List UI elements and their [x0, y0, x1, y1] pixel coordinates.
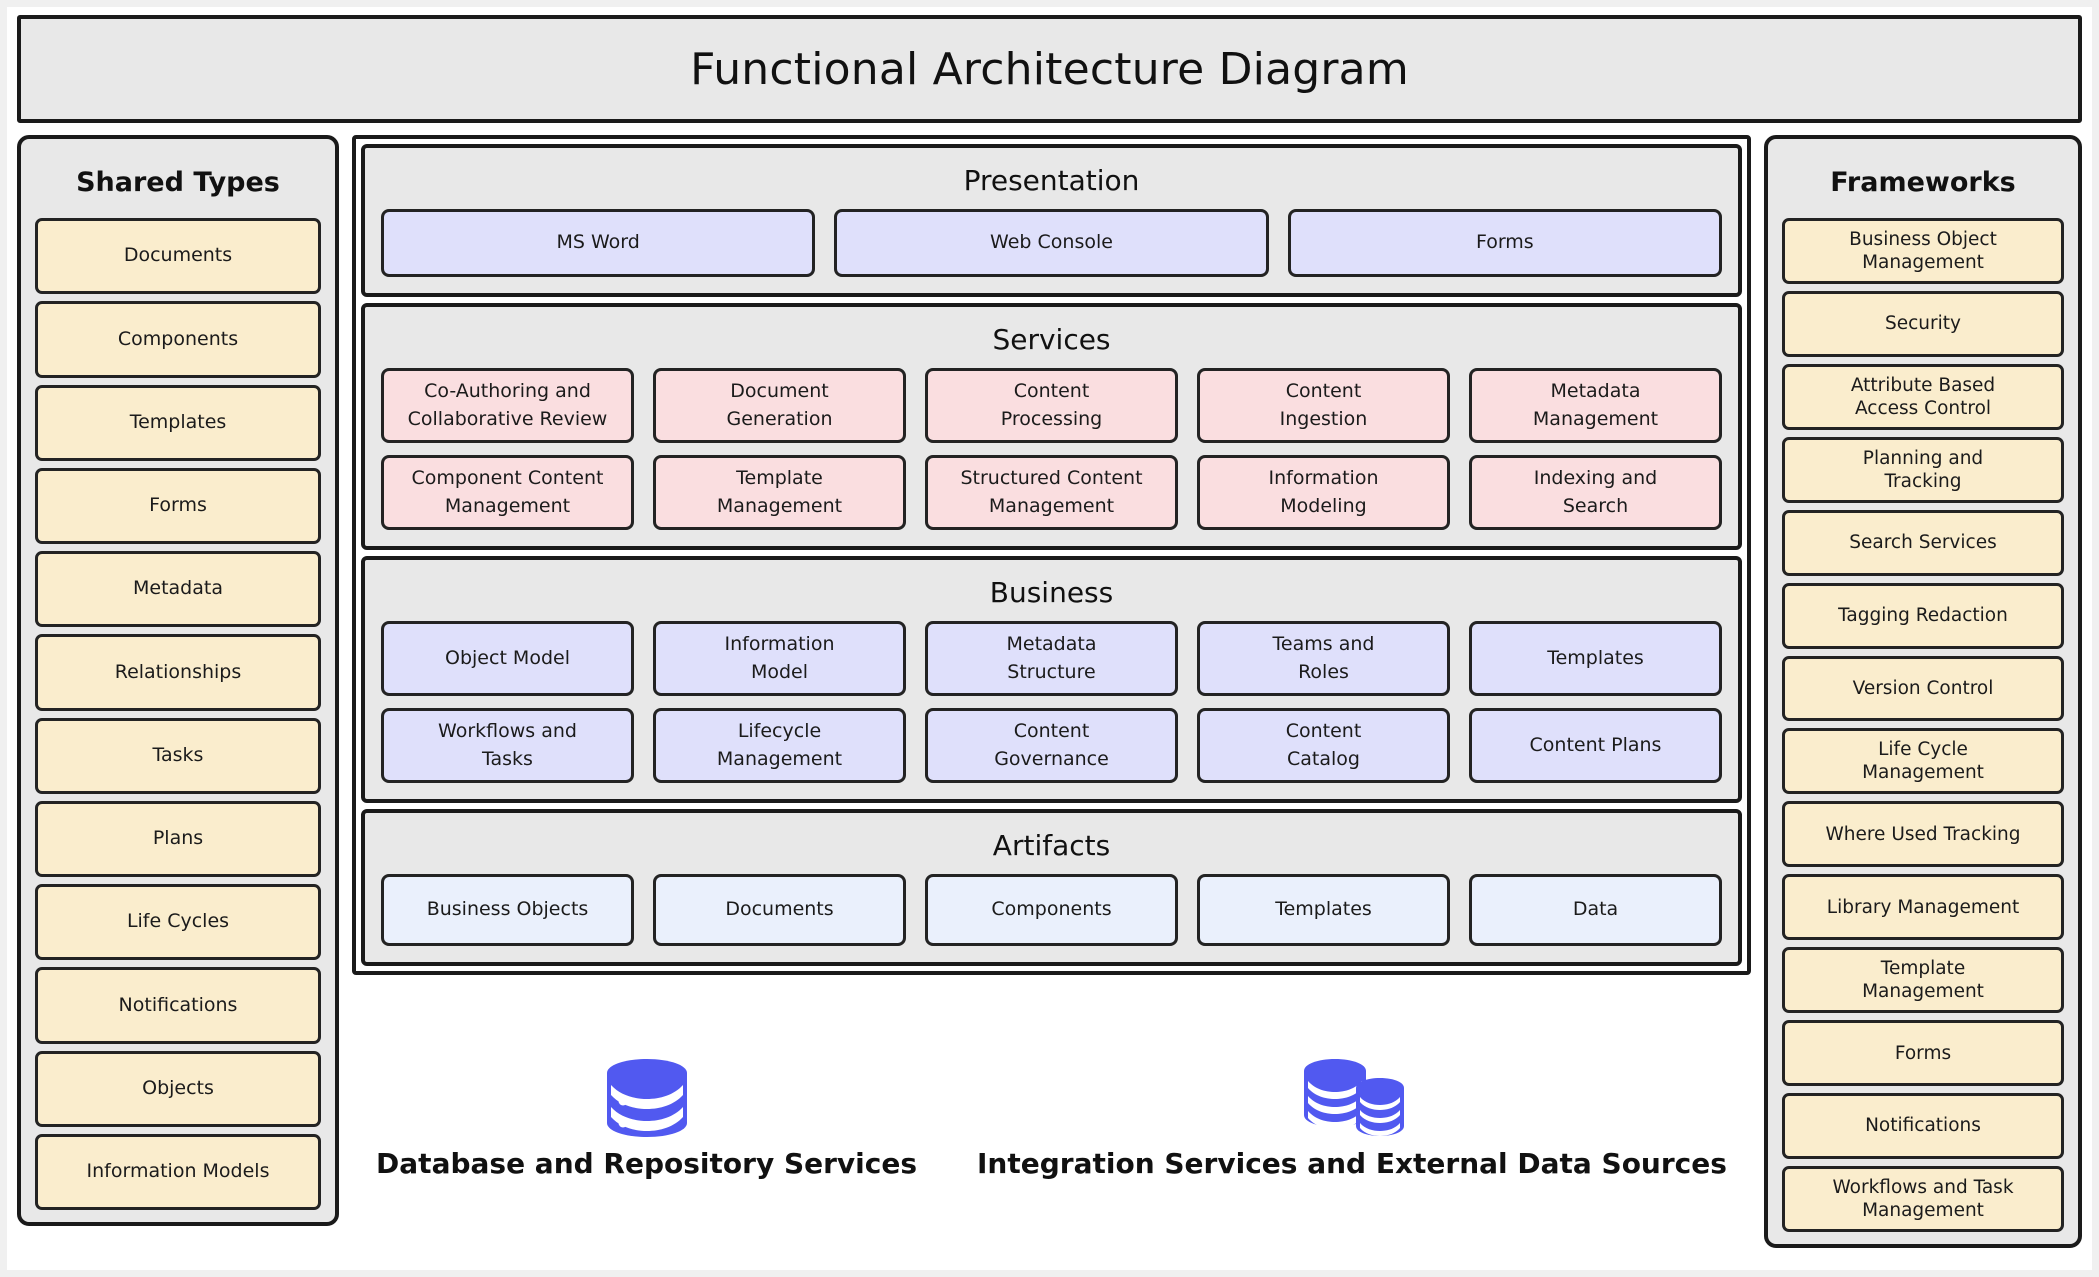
services-block-template-management[interactable]: Template Management — [653, 455, 906, 530]
footer-service-database-and-repository-services[interactable]: Database and Repository Services — [376, 1059, 917, 1180]
framework-planning-and-tracking[interactable]: Planning and Tracking — [1782, 436, 2064, 503]
framework-where-used-tracking[interactable]: Where Used Tracking — [1782, 801, 2064, 868]
frameworks-title: Frameworks — [1830, 167, 2016, 198]
services-block-indexing-and-search[interactable]: Indexing and Search — [1469, 455, 1722, 530]
shared-type-notifications[interactable]: Notifications — [35, 967, 321, 1044]
services-block-structured-content-management[interactable]: Structured Content Management — [925, 455, 1178, 530]
layer-title-services: Services — [992, 323, 1111, 356]
framework-search-services[interactable]: Search Services — [1782, 509, 2064, 576]
layer-title-business: Business — [989, 576, 1114, 609]
presentation-block-forms[interactable]: Forms — [1287, 209, 1722, 277]
layer-row: Object Model Information Model Metadata St… — [381, 621, 1722, 696]
layer-row: Component Content Management Template Man… — [381, 455, 1722, 530]
framework-workflows-and-task-management[interactable]: Workflows and Task Management — [1782, 1165, 2064, 1232]
framework-business-object-management[interactable]: Business Object Management — [1782, 218, 2064, 284]
business-block-content-plans[interactable]: Content Plans — [1469, 708, 1722, 783]
business-block-content-catalog[interactable]: Content Catalog — [1197, 708, 1450, 783]
artifacts-block-business-objects[interactable]: Business Objects — [381, 874, 634, 946]
services-block-document-generation[interactable]: Document Generation — [653, 368, 906, 443]
services-block-information-modeling[interactable]: Information Modeling — [1197, 455, 1450, 530]
framework-template-management[interactable]: Template Management — [1782, 947, 2064, 1014]
artifacts-block-data[interactable]: Data — [1469, 874, 1722, 946]
artifacts-block-templates[interactable]: Templates — [1197, 874, 1450, 946]
presentation-block-web-console[interactable]: Web Console — [834, 209, 1269, 277]
business-block-workflows-and-tasks[interactable]: Workflows and Tasks — [381, 708, 634, 783]
framework-forms[interactable]: Forms — [1782, 1020, 2064, 1087]
framework-attribute-based-access-control[interactable]: Attribute Based Access Control — [1782, 363, 2064, 430]
services-block-component-content-management[interactable]: Component Content Management — [381, 455, 634, 530]
business-block-information-model[interactable]: Information Model — [653, 621, 906, 696]
layer-row: MS Word Web Console Forms — [381, 209, 1722, 277]
shared-type-documents[interactable]: Documents — [35, 218, 321, 295]
framework-life-cycle-management[interactable]: Life Cycle Management — [1782, 728, 2064, 795]
business-block-object-model[interactable]: Object Model — [381, 621, 634, 696]
footer-service-label: Database and Repository Services — [376, 1147, 918, 1180]
business-block-teams-and-roles[interactable]: Teams and Roles — [1197, 621, 1450, 696]
layer-row: Workflows and Tasks Lifecycle Management C… — [381, 708, 1722, 783]
layer-title-artifacts: Artifacts — [992, 829, 1111, 862]
shared-types-title: Shared Types — [76, 167, 280, 198]
shared-type-plans[interactable]: Plans — [35, 800, 321, 877]
layer-row: Business Objects Documents Components Templ… — [381, 874, 1722, 946]
shared-type-objects[interactable]: Objects — [35, 1050, 321, 1127]
framework-library-management[interactable]: Library Management — [1782, 874, 2064, 941]
framework-notifications[interactable]: Notifications — [1782, 1093, 2064, 1159]
business-block-metadata-structure[interactable]: Metadata Structure — [925, 621, 1178, 696]
layer-presentation: Presentation MS Word Web Console Forms — [361, 144, 1742, 297]
shared-type-relationships[interactable]: Relationships — [35, 634, 321, 711]
artifacts-block-components[interactable]: Components — [925, 874, 1178, 946]
shared-type-tasks[interactable]: Tasks — [35, 717, 321, 794]
layer-title-presentation: Presentation — [963, 164, 1140, 197]
shared-type-forms[interactable]: Forms — [35, 467, 321, 544]
page-title: Functional Architecture Diagram — [690, 43, 1409, 95]
services-block-content-processing[interactable]: Content Processing — [925, 368, 1178, 443]
services-block-content-ingestion[interactable]: Content Ingestion — [1197, 368, 1450, 443]
database-icon — [601, 1059, 693, 1139]
shared-type-metadata[interactable]: Metadata — [35, 551, 321, 628]
diagram-title-bar: Functional Architecture Diagram — [17, 15, 2082, 123]
framework-tagging-redaction[interactable]: Tagging Redaction — [1782, 582, 2064, 649]
business-block-content-governance[interactable]: Content Governance — [925, 708, 1178, 783]
framework-security[interactable]: Security — [1782, 290, 2064, 357]
shared-type-components[interactable]: Components — [35, 301, 321, 378]
business-block-lifecycle-management[interactable]: Lifecycle Management — [653, 708, 906, 783]
layer-row: Co-Authoring and Collaborative Review Doc… — [381, 368, 1722, 443]
shared-type-templates[interactable]: Templates — [35, 384, 321, 461]
services-block-metadata-management[interactable]: Metadata Management — [1469, 368, 1722, 443]
framework-version-control[interactable]: Version Control — [1782, 655, 2064, 722]
footer-services: Database and Repository Services Integrat… — [352, 975, 1751, 1260]
multi-database-icon — [1300, 1059, 1404, 1139]
artifacts-block-documents[interactable]: Documents — [653, 874, 906, 946]
services-block-co-authoring-and-collaborative-review[interactable]: Co-Authoring and Collaborative Review — [381, 368, 634, 443]
footer-service-integration-services-and-external-data-sources[interactable]: Integration Services and External Data S… — [977, 1059, 1727, 1180]
business-block-templates[interactable]: Templates — [1469, 621, 1722, 696]
presentation-block-ms-word[interactable]: MS Word — [381, 209, 816, 277]
footer-service-label: Integration Services and External Data S… — [977, 1147, 1727, 1180]
shared-type-information-models[interactable]: Information Models — [35, 1133, 321, 1210]
shared-type-life-cycles[interactable]: Life Cycles — [35, 884, 321, 961]
